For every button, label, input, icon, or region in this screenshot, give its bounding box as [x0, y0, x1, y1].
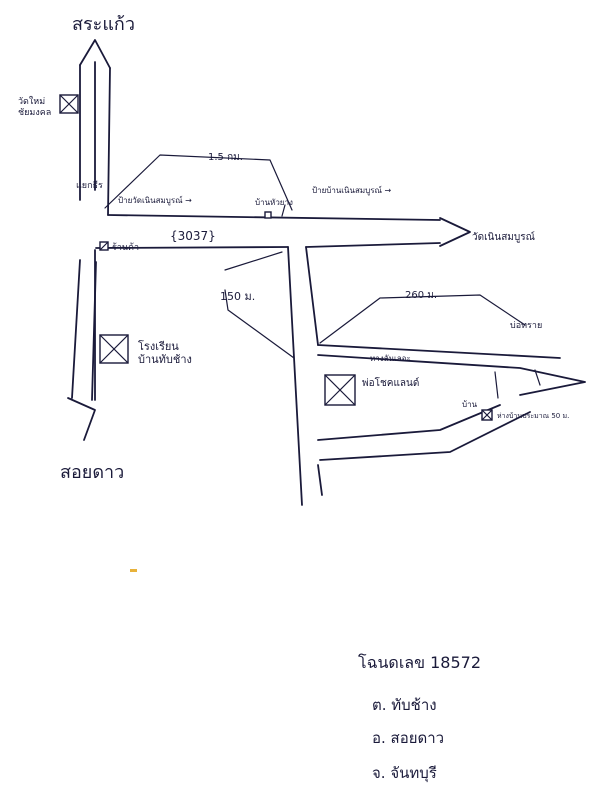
sign-label-2: ป้ายบ้านเนินสมบูรณ์ →: [312, 185, 391, 196]
school-label: โรงเรียนบ้านทับช้าง: [138, 339, 192, 366]
leader-lines: [104, 154, 541, 399]
sign-label-1: ป้ายวัดเนินสมบูรณ์ →: [118, 195, 192, 206]
address-district: อ. สอยดาว: [372, 729, 444, 747]
school-marker: [99, 334, 129, 364]
shop-label: ร้านค้า: [112, 242, 139, 253]
north-label: สระแก้ว: [72, 14, 135, 35]
wat-label: วัดเนินสมบูรณ์: [472, 231, 535, 243]
lane-label: ทางลันเลอะ: [370, 354, 411, 363]
main-highway: [67, 39, 111, 441]
side-lane: [317, 344, 586, 461]
temple-label: วัดใหม่ชัยมงคล: [18, 96, 51, 118]
nearby-label: บ้านหัวยาง: [255, 198, 293, 207]
secondary-road: [287, 246, 323, 506]
distance-label-2: 150 ม.: [220, 290, 255, 303]
house-label: บ้าน: [462, 400, 478, 409]
house-note: ห่างบ้านประมาณ 50 ม.: [497, 412, 569, 420]
resort-marker: [324, 374, 356, 406]
address-province: จ. จันทบุรี: [372, 764, 437, 783]
resort-label: พ่อโชคแลนด์: [362, 376, 419, 389]
distance-label-3: 260 ม.: [405, 290, 437, 301]
stray-dot: [130, 569, 137, 572]
deed-text: โฉนดเลข 18572: [358, 653, 481, 672]
shop-marker: [99, 241, 109, 251]
road-3037: [95, 214, 471, 249]
temple-marker: [59, 94, 79, 114]
junction-label: แยกธีร: [76, 180, 103, 191]
sandpit-label: บ่อทราย: [510, 321, 542, 331]
house-marker: [481, 409, 493, 421]
road-number: {3037}: [170, 229, 216, 243]
south-label: สอยดาว: [60, 462, 124, 483]
address-subdistrict: ต. ทับช้าง: [372, 696, 437, 714]
distance-label-1: 1.5 กม.: [208, 152, 243, 163]
sign-marker: [264, 211, 272, 219]
